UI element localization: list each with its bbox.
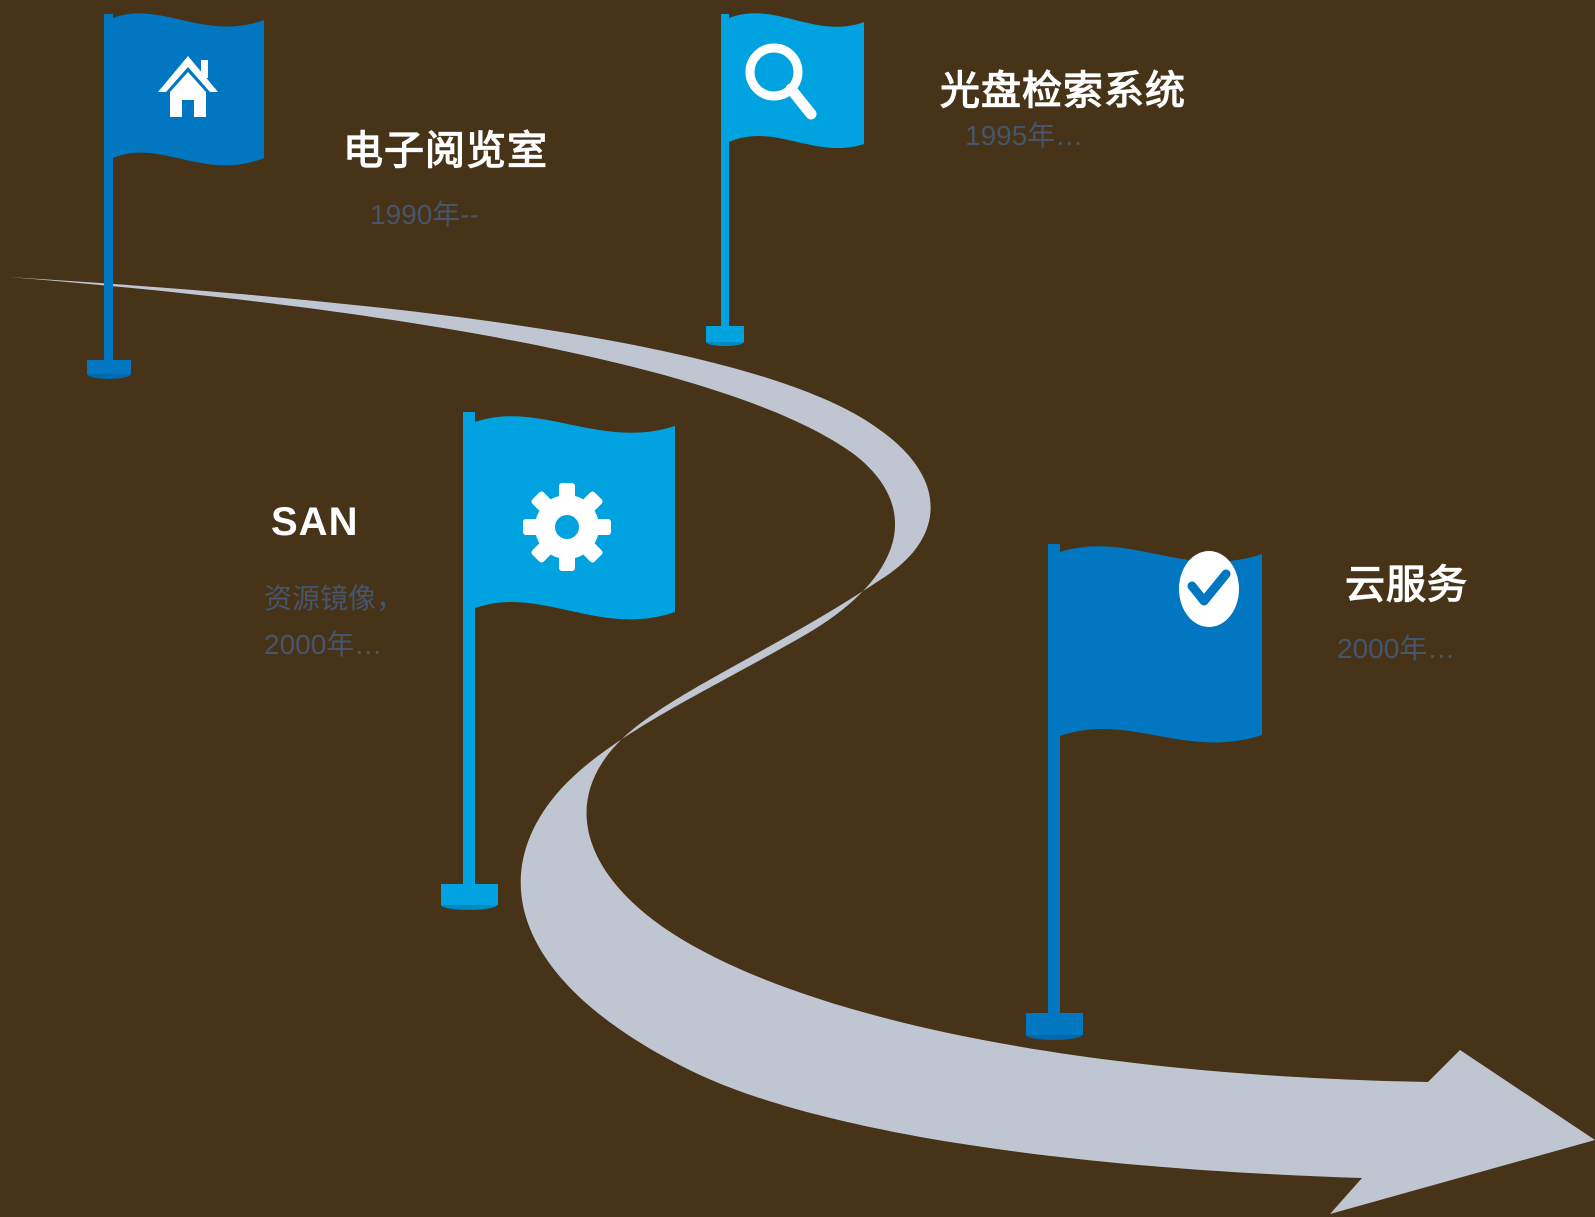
- flag-3-base: [441, 884, 498, 905]
- flag-3: [441, 412, 675, 910]
- flag-4-pole: [1048, 544, 1060, 1015]
- home-icon: [158, 56, 218, 117]
- road-arrow: [8, 277, 1595, 1214]
- flag-1-base: [87, 360, 131, 374]
- flag-2-pole: [721, 14, 729, 328]
- check-circle-icon: [1179, 551, 1239, 627]
- flag-1: [87, 13, 264, 379]
- flag-4-base: [1026, 1013, 1083, 1035]
- milestone-2-subtitle: 1995年…: [965, 120, 1084, 151]
- flag-2: [706, 13, 864, 346]
- milestone-3-subtitle: 资源镜像，2000年…: [264, 583, 405, 660]
- flag-3-pole: [463, 412, 475, 886]
- milestone-4-subtitle: 2000年…: [1337, 633, 1456, 664]
- search-icon: [745, 43, 817, 120]
- milestone-3-title: SAN: [271, 500, 359, 544]
- milestone-4-title: 云服务: [1345, 563, 1468, 607]
- milestone-2-title: 光盘检索系统: [940, 69, 1186, 113]
- milestone-1-subtitle: 1990年--: [370, 199, 479, 230]
- milestone-1-title: 电子阅览室: [343, 129, 548, 173]
- flag-2-base: [706, 326, 744, 342]
- flag-4: [1026, 544, 1262, 1040]
- flag-1-pole: [104, 14, 113, 362]
- gear-icon: [523, 483, 611, 571]
